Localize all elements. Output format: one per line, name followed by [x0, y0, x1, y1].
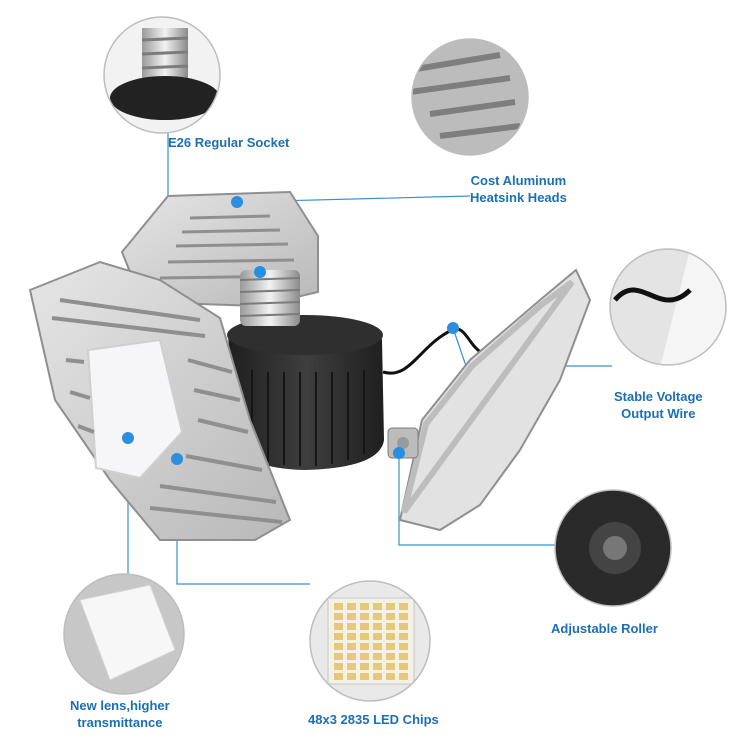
- led-chip: [386, 613, 395, 620]
- led-chip: [334, 673, 343, 680]
- led-chip: [386, 663, 395, 670]
- led-chip: [386, 653, 395, 660]
- led-chip: [347, 623, 356, 630]
- led-chip: [373, 673, 382, 680]
- zoom-wire: [610, 249, 726, 365]
- label-text: 48x3 2835 LED Chips: [308, 712, 439, 727]
- led-chip: [399, 613, 408, 620]
- label-heatsink: Cost Aluminum Heatsink Heads: [470, 172, 567, 206]
- left-heatsink-panel: [28, 260, 292, 541]
- led-chip: [347, 643, 356, 650]
- led-chip: [399, 643, 408, 650]
- label-adjustable-roller: Adjustable Roller: [551, 620, 658, 637]
- label-text: transmittance: [77, 715, 163, 730]
- led-chip: [347, 613, 356, 620]
- led-chip: [399, 673, 408, 680]
- led-chip: [334, 663, 343, 670]
- led-chip: [347, 603, 356, 610]
- led-chip: [373, 633, 382, 640]
- zoom-lens: [64, 574, 184, 694]
- led-chip: [347, 653, 356, 660]
- led-chip: [360, 633, 369, 640]
- leader-roller: [398, 453, 556, 546]
- led-chip: [360, 613, 369, 620]
- led-chip: [334, 633, 343, 640]
- led-chip: [386, 603, 395, 610]
- label-text: Stable Voltage: [614, 389, 703, 404]
- led-chip: [399, 663, 408, 670]
- led-chip: [334, 653, 343, 660]
- zoom-socket: [104, 17, 220, 133]
- led-chip: [386, 643, 395, 650]
- led-chip: [360, 663, 369, 670]
- led-chip: [347, 663, 356, 670]
- led-chip: [360, 603, 369, 610]
- led-chip: [386, 633, 395, 640]
- zoom-led-chips: [310, 581, 430, 701]
- led-chip: [399, 633, 408, 640]
- label-text: Adjustable Roller: [551, 621, 658, 636]
- label-lens: New lens,higher transmittance: [70, 697, 170, 731]
- zoom-roller: [555, 490, 671, 606]
- led-chip: [360, 653, 369, 660]
- label-output-wire: Stable Voltage Output Wire: [614, 388, 703, 422]
- led-chip: [373, 603, 382, 610]
- led-chip: [334, 613, 343, 620]
- right-heatsink-panel: [387, 268, 592, 532]
- label-text: New lens,higher: [70, 698, 170, 713]
- label-text: E26 Regular Socket: [168, 135, 290, 150]
- label-led-chips: 48x3 2835 LED Chips: [308, 711, 439, 728]
- led-chip: [386, 673, 395, 680]
- led-chip: [360, 643, 369, 650]
- label-text: Output Wire: [621, 406, 696, 421]
- led-chip: [334, 623, 343, 630]
- led-chip: [373, 613, 382, 620]
- led-chip: [399, 603, 408, 610]
- led-chip: [373, 623, 382, 630]
- led-chip: [360, 673, 369, 680]
- e26-socket: [239, 270, 301, 326]
- led-chip: [399, 623, 408, 630]
- led-chip: [347, 673, 356, 680]
- led-lens: [86, 338, 184, 480]
- lamp-body: [227, 315, 384, 470]
- callout-dots: [122, 196, 459, 465]
- led-chip: [373, 663, 382, 670]
- led-chip: [360, 623, 369, 630]
- led-chip: [373, 653, 382, 660]
- label-text: Cost Aluminum: [470, 173, 567, 188]
- led-chip: [399, 653, 408, 660]
- led-chip: [386, 623, 395, 630]
- led-chip: [373, 643, 382, 650]
- led-chip: [334, 603, 343, 610]
- led-chip: [334, 643, 343, 650]
- led-chip: [347, 633, 356, 640]
- label-e26-socket: E26 Regular Socket: [168, 134, 289, 151]
- label-text: Heatsink Heads: [470, 190, 567, 205]
- zoom-heatsink: [412, 39, 528, 155]
